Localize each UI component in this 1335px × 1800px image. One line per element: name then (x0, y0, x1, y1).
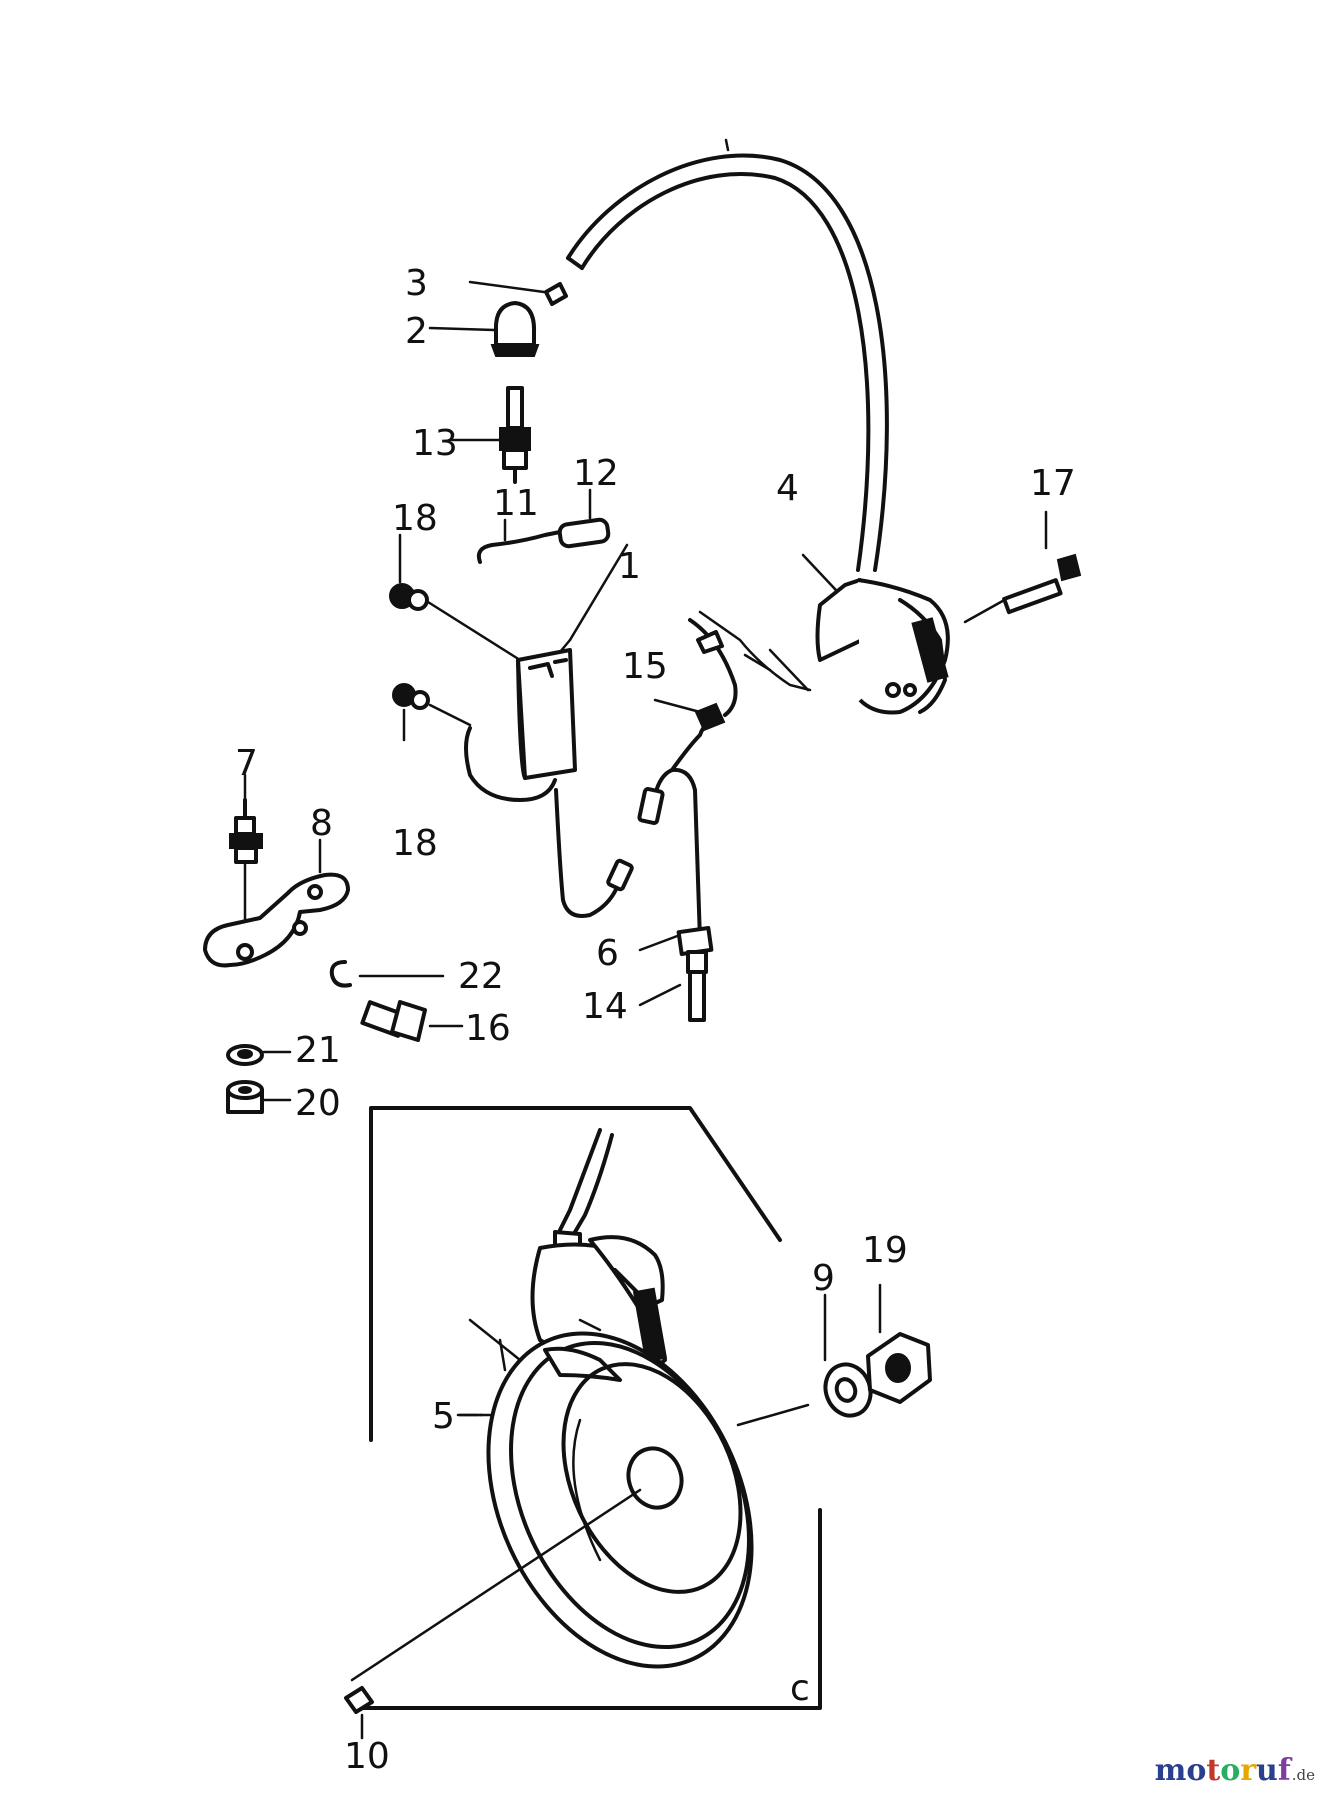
part-11-12-terminal-wire (476, 488, 611, 564)
callout-18-lower: 18 (392, 823, 438, 864)
watermark-letter: t (1206, 1753, 1221, 1788)
callout-7: 7 (235, 743, 258, 784)
callout-21: 21 (295, 1030, 341, 1071)
callout-8: 8 (310, 803, 333, 844)
part-21-washer (226, 1044, 292, 1066)
watermark-logo: motoruf.de (1155, 1753, 1315, 1788)
section-c-frame (362, 1106, 822, 1710)
part-17-bolt (963, 510, 1082, 624)
callout-2: 2 (405, 311, 428, 352)
callout-1: 1 (618, 546, 641, 587)
callout-12: 12 (573, 453, 619, 494)
watermark-letter: m (1154, 1753, 1187, 1788)
callout-4: 4 (776, 468, 799, 509)
callout-10: 10 (344, 1736, 390, 1777)
callout-20: 20 (295, 1083, 341, 1124)
watermark-letter: o (1220, 1753, 1241, 1788)
callout-17: 17 (1030, 463, 1076, 504)
part-16-screw (360, 1000, 464, 1042)
callout-18-upper: 18 (392, 498, 438, 539)
crankshaft-axis (350, 1403, 810, 1682)
part-1-ignition-module (426, 543, 629, 802)
cable-arc (566, 138, 889, 572)
part-20-nut (226, 1080, 292, 1114)
part-3-cap (468, 280, 568, 306)
part-2-plug-boot (428, 301, 540, 357)
leader-6-14 (638, 926, 714, 1022)
watermark-letter: u (1256, 1753, 1278, 1788)
callout-14: 14 (582, 986, 628, 1027)
part-19-nut (866, 1283, 932, 1404)
section-label-c: c (790, 1668, 810, 1709)
callout-13: 13 (412, 423, 458, 464)
part-22-circlip (329, 960, 445, 988)
part-10-key (344, 1686, 374, 1740)
part-18-screws (389, 533, 430, 742)
part-15-clip (653, 618, 738, 732)
callout-3: 3 (405, 263, 428, 304)
part-13-spark-plug (448, 386, 531, 484)
part-4-coil-bracket (698, 553, 950, 715)
callout-19: 19 (862, 1230, 908, 1271)
part-5-flywheel (458, 1331, 754, 1669)
callout-6: 6 (596, 933, 619, 974)
callout-16: 16 (465, 1008, 511, 1049)
callout-labels: 3 2 13 11 12 18 1 4 17 15 18 7 8 6 14 22… (235, 263, 1076, 1777)
watermark-letter: o (1186, 1753, 1207, 1788)
watermark-letter: f (1277, 1753, 1291, 1788)
watermark-letter: r (1240, 1753, 1257, 1788)
callout-15: 15 (622, 646, 668, 687)
callout-11: 11 (493, 483, 539, 524)
callout-5: 5 (432, 1396, 455, 1437)
part-8-bracket (203, 838, 350, 968)
ignition-wires (554, 716, 722, 942)
callout-9: 9 (812, 1258, 835, 1299)
watermark-tld: .de (1291, 1766, 1315, 1784)
callout-22: 22 (458, 956, 504, 997)
